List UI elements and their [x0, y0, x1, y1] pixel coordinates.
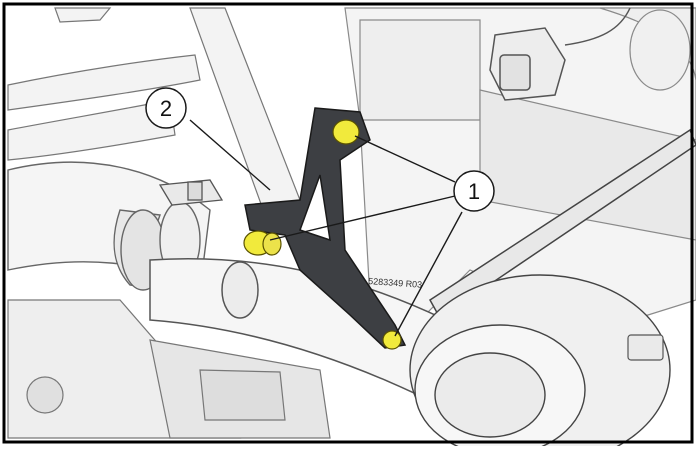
bolt-lower: [382, 330, 402, 350]
callout-2: 2: [145, 87, 187, 129]
engine-background: [344, 7, 696, 331]
hose: [7, 161, 211, 292]
pulley: [409, 274, 671, 451]
leader-lines: [189, 119, 463, 337]
figure-border: [2, 2, 694, 444]
electrical-connector: [489, 7, 631, 101]
clip: [627, 334, 664, 361]
lower-components: [7, 299, 331, 439]
bracket: [244, 107, 407, 349]
bolt-middle-washer: [262, 232, 282, 256]
callout-1: 1: [453, 170, 495, 212]
callout-2-label: 2: [160, 96, 172, 121]
hose-clamp: [158, 179, 224, 206]
bolt-upper: [332, 119, 360, 145]
part-number-label: 5283349 R03: [368, 276, 423, 290]
callout-1-label: 1: [468, 179, 480, 204]
